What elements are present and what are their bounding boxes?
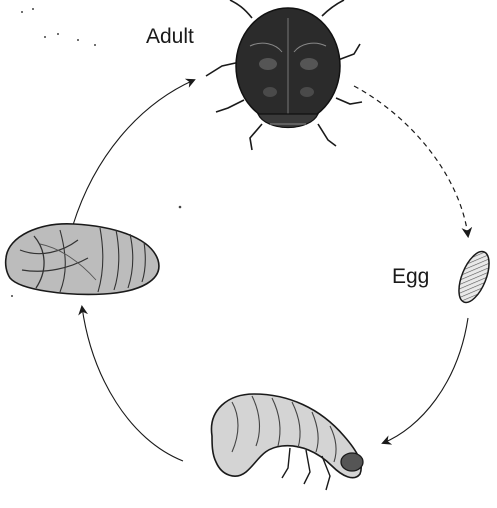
beetle-adult-icon [206,0,362,150]
larva-icon [211,394,363,490]
egg-label: Egg [392,265,429,288]
adult-label: Adult [146,25,194,48]
arrow-pupa-to-adult [73,80,194,225]
pupa-icon [6,224,159,295]
arrow-egg-to-larva [383,318,468,443]
egg-icon [453,247,495,306]
arrow-larva-to-pupa [82,307,183,461]
arrow-adult-to-egg [354,86,468,236]
